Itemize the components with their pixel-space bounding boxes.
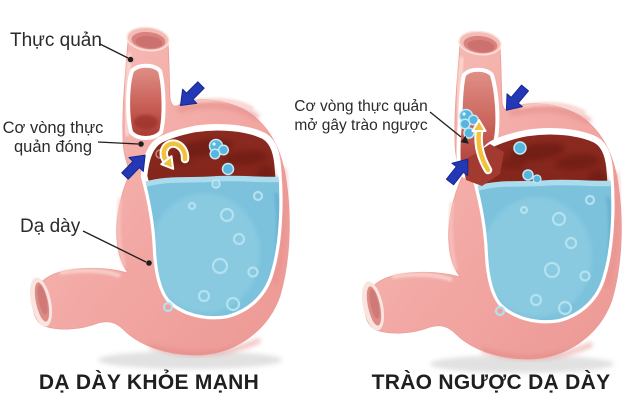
- label-line: quản đóng: [14, 138, 92, 156]
- label-line: Cơ vòng thực quản: [294, 98, 428, 115]
- label-esophagus: Thực quản: [10, 30, 102, 51]
- label-sphincter-open: Cơ vòng thực quản mở gây trào ngược: [288, 97, 434, 135]
- stomach-leader-dot: [146, 260, 152, 266]
- acid-contained-arrow-icon: [159, 139, 190, 170]
- gas-bubble: [513, 141, 527, 155]
- label-sphincter-closed: Cơ vòng thực quản đóng: [2, 119, 104, 157]
- sphincter-closed-leader-line: [97, 141, 139, 145]
- label-line: Cơ vòng thực: [2, 119, 104, 137]
- esophagus-leader-line: [99, 43, 129, 59]
- label-line: mở gây trào ngược: [294, 117, 428, 134]
- ground-shadow: [98, 351, 282, 369]
- sphincter-open-leader-line: [429, 111, 462, 138]
- sphincter-closed-leader-dot: [138, 141, 144, 147]
- label-stomach: Dạ dày: [20, 216, 81, 237]
- reflux-stomach-figure: [358, 28, 622, 373]
- caption-healthy-stomach: DẠ DÀY KHỎE MẠNH: [38, 371, 260, 394]
- esophagus-leader-dot: [127, 56, 134, 63]
- leader-lines: [82, 43, 469, 266]
- reflux-arrow-icon: [471, 119, 493, 175]
- stomach-leader-line: [82, 230, 147, 263]
- caption-reflux-stomach: TRÀO NGƯỢC DẠ DÀY: [371, 371, 611, 394]
- sphincter-open-leader-arrowhead: [460, 135, 469, 144]
- healthy-stomach-figure: [26, 24, 290, 369]
- gas-bubble: [221, 162, 235, 176]
- ground-shadow: [430, 355, 614, 373]
